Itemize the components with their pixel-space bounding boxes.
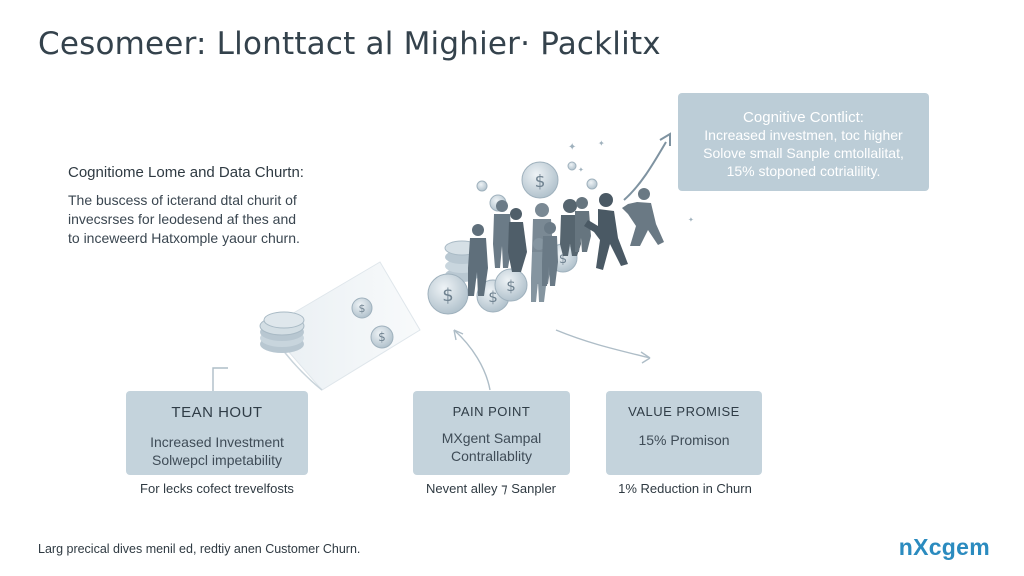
- card-line: Increased Investment: [150, 434, 284, 450]
- intro-line: The buscess of icterand dtal churit of: [68, 192, 297, 208]
- svg-text:✦: ✦: [568, 142, 576, 153]
- card-line: Solwepcl impetability: [152, 452, 282, 468]
- svg-text:✦: ✦: [578, 166, 584, 174]
- card-line: Contrallablity: [451, 448, 532, 464]
- svg-text:$: $: [359, 302, 366, 315]
- dollar-coin-icon: $ $: [351, 297, 394, 349]
- svg-text:$: $: [559, 252, 567, 267]
- card-caption: Nevent alley ⁊ Sanpler: [425, 481, 557, 496]
- card-team-hout: TEAN HOUT Increased Investment Solwepcl …: [126, 391, 308, 475]
- card-line: MXgent Sampal: [441, 430, 542, 446]
- page-title: Cesomeer: Llonttact al Mighier· Packlitx: [38, 26, 661, 62]
- svg-text:$: $: [506, 277, 516, 295]
- footnote: Larg precical dives menil ed, redtiy ane…: [38, 542, 361, 556]
- callout-line: 15% stoponed cotrialility.: [726, 163, 881, 179]
- callout-line: Increased investmen, toc higher: [704, 127, 903, 143]
- svg-text:$: $: [488, 288, 498, 306]
- card-value-promise: VALUE PROMISE 15% Promison: [606, 391, 762, 475]
- card-heading: TEAN HOUT: [171, 404, 263, 421]
- brand-logo: nXcgem: [898, 534, 990, 560]
- callout-line: Solove small Sanple cmtollalitat,: [703, 145, 904, 161]
- people-silhouettes-icon: [468, 188, 664, 302]
- card-caption: 1% Reduction in Churn: [618, 481, 752, 496]
- sparkle-icon: ✦ ✦ ✦ ✦: [568, 139, 694, 224]
- intro-line: invecsrses for leodesend af thes and: [68, 211, 297, 227]
- card-line: 15% Promison: [638, 432, 730, 448]
- card-caption: For lecks cofect trevelfosts: [140, 481, 294, 496]
- intro-block: Cognitiome Lome and Data Churtn: The bus…: [68, 164, 368, 248]
- intro-line: to inceweerd Hatxomple yaour churn.: [68, 230, 300, 246]
- growth-arrow-icon: [623, 132, 671, 201]
- intro-heading: Cognitiome Lome and Data Churtn:: [68, 164, 304, 181]
- svg-text:✦: ✦: [598, 139, 605, 148]
- connector-lines: [212, 329, 651, 391]
- svg-text:$: $: [378, 330, 386, 344]
- card-heading: VALUE PROMISE: [628, 404, 740, 419]
- coin-stack-icon: [259, 311, 305, 353]
- svg-text:$: $: [442, 285, 453, 306]
- callout-heading: Cognitive Contlict:: [743, 109, 864, 126]
- svg-text:✦: ✦: [688, 216, 694, 224]
- svg-text:$: $: [535, 172, 546, 192]
- card-heading: PAIN POINT: [452, 404, 531, 419]
- cognitive-conflict-callout: Cognitive Contlict: Increased investmen,…: [678, 93, 929, 191]
- card-pain-point: PAIN POINT MXgent Sampal Contrallablity: [413, 391, 570, 475]
